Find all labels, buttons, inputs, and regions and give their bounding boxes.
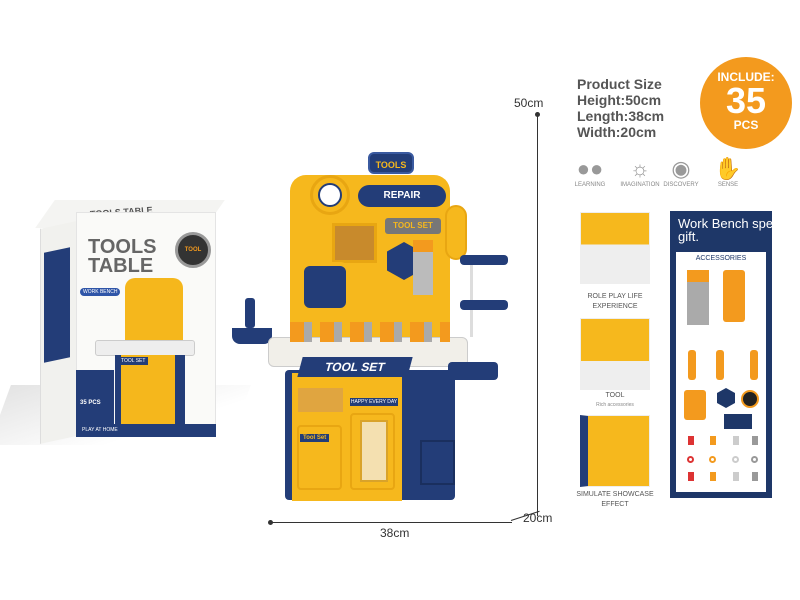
hammer-icon [716,350,724,380]
nut-icon [687,456,694,463]
highlight-role-play-caption: ROLE PLAY LIFE EXPERIENCE [587,293,643,310]
toy-side-shelf-upper [460,255,508,265]
eye-icon: ◉ [671,156,691,181]
highlight-tool-sub: Rich accessories [596,402,634,408]
feature-learning: ●●LEARNING [570,156,610,188]
box-title: TOOLS TABLE [88,236,157,277]
screw-icon [733,436,739,445]
feature-label: DISCOVERY [663,182,699,188]
highlight-showcase-image [580,415,650,487]
box-toy-desk [95,340,195,356]
toy-worktop-parts [290,322,450,342]
box-toy-image [125,278,183,348]
length-dot [268,520,273,525]
highlight-showcase-caption: SIMULATE SHOWCASE EFFECT [576,491,654,508]
box-play-at-home: PLAY AT HOME [76,424,216,437]
toy-happy-label: HAPPY EVERY DAY [350,398,398,406]
height-dot [535,112,540,117]
feature-imagination: ☼IMAGINATION [620,156,660,188]
nut-icon [732,456,739,463]
vise-icon [684,390,706,420]
screw-icon [710,436,716,445]
feature-sense: ✋SENSE [708,156,748,188]
toy-display-case [360,420,388,482]
toy-repair-sign: REPAIR [358,185,446,207]
toy-desk-label: TOOL SET [297,357,413,377]
width-label: 20cm [523,511,553,525]
bolt-icon [688,472,694,481]
feature-label: SENSE [717,182,739,188]
people-icon: ●● [576,156,604,181]
screw-icon [688,436,694,445]
card-icon [724,414,752,429]
badge-icon [717,388,735,408]
include-label: INCLUDE: [717,70,775,84]
toy-sink [232,328,272,344]
highlight-role-play-image [580,212,650,284]
toy-crest: TOOLS [368,152,414,174]
toy-door-left [297,425,342,490]
bolt-icon [710,472,716,481]
toy-door-right [350,413,395,490]
feature-label: LEARNING [574,182,606,188]
toy-toolset-sign: TOOL SET [385,218,441,234]
bolt-icon [752,472,758,481]
box-toy-cabinet [115,355,185,425]
box-pcs: 35 PCS [80,400,101,406]
length-label: 38cm [380,526,410,540]
box-side-panel [44,247,70,363]
bolt-icon [733,472,739,481]
toy-door-label: Tool Set [300,434,330,442]
gift-accessories-label: ACCESSORIES [695,255,747,262]
spec-height: Height:50cm [577,92,662,108]
saw-icon [413,240,433,295]
toy-basket [420,440,455,485]
faucet-icon [245,298,255,328]
wrench-icon [688,350,696,380]
include-badge: INCLUDE: 35 PCS [700,57,792,149]
height-label: 50cm [514,96,544,110]
box-toy-label: TOOL SET [118,357,149,365]
nut-icon [709,456,716,463]
toy-side-tray [448,362,498,380]
spec-width: Width:20cm [577,124,657,140]
feature-label: IMAGINATION [620,182,660,188]
nut-icon [751,456,758,463]
length-line [270,522,512,523]
box-bench-tag: WORK BENCH [80,288,121,296]
toy-side-panel [445,205,467,260]
highlight-tool-caption: TOOL [605,392,625,399]
saw-icon [687,270,709,325]
clock-icon [318,183,342,207]
toy-side-shelf-lower [460,300,508,310]
toy-tool-rack [298,388,343,412]
hand-icon: ✋ [714,156,742,181]
product-size: Product Size Height:50cm Length:38cm Wid… [577,76,664,140]
gift-title: Work Bench special gift. [678,216,793,244]
feature-discovery: ◉DISCOVERY [661,156,701,188]
spec-title: Product Size [577,76,662,92]
toy-worker-poster [300,262,350,312]
box-badge: TOOL [175,232,211,268]
screwdriver-icon [750,350,758,380]
height-line [537,114,538,516]
lightbulb-icon: ☼ [629,156,651,181]
toy-tool-shelf [332,223,377,263]
highlight-tool-image [580,318,650,390]
drill-icon [723,270,745,322]
badge-round-icon [741,390,759,408]
screw-icon [752,436,758,445]
include-unit: PCS [733,118,759,132]
spec-length: Length:38cm [577,108,665,124]
include-count: 35 [725,80,767,121]
toy-shelf-pole [470,262,473,337]
